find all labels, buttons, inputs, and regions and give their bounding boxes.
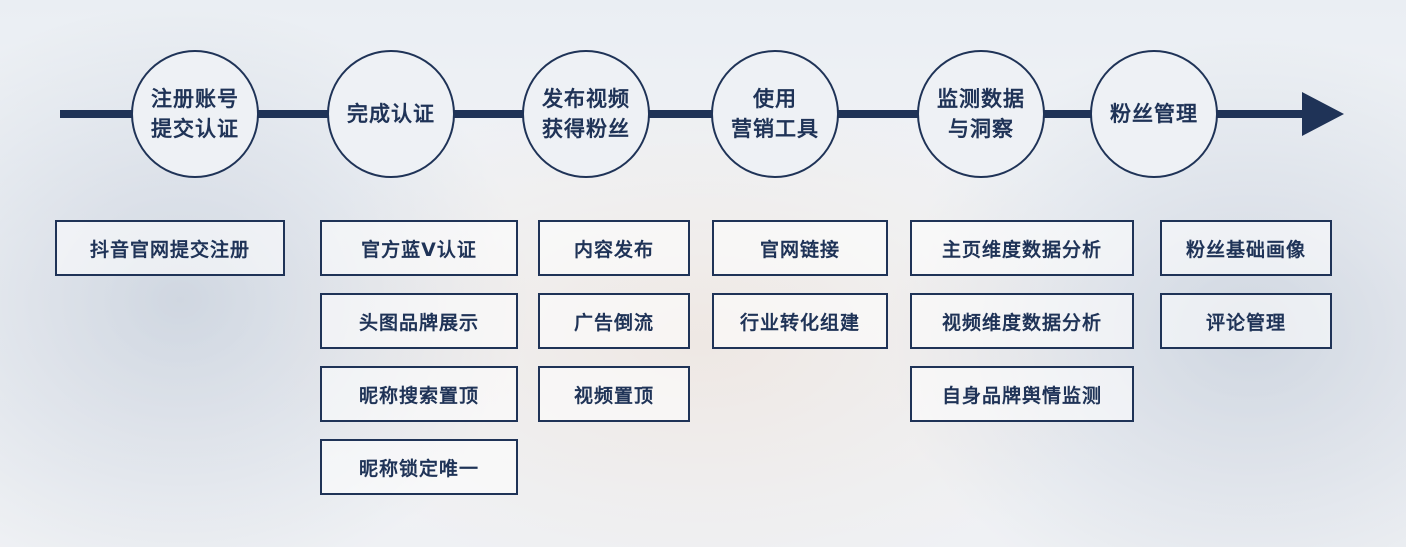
step-5-item: 自身品牌舆情监测	[910, 366, 1134, 422]
step-3-item: 广告倒流	[538, 293, 690, 349]
step-4-item: 行业转化组建	[712, 293, 888, 349]
step-6-item: 粉丝基础画像	[1160, 220, 1332, 276]
step-2-item: 昵称锁定唯一	[320, 439, 518, 495]
step-circle-4: 使用 营销工具	[711, 50, 839, 178]
step-circle-6: 粉丝管理	[1090, 50, 1218, 178]
step-1-item: 抖音官网提交注册	[55, 220, 285, 276]
step-6-item: 评论管理	[1160, 293, 1332, 349]
step-2-item: 头图品牌展示	[320, 293, 518, 349]
step-5-item: 主页维度数据分析	[910, 220, 1134, 276]
step-3-item: 视频置顶	[538, 366, 690, 422]
step-2-items: 官方蓝V认证 头图品牌展示 昵称搜索置顶 昵称锁定唯一	[320, 220, 518, 495]
flow-line	[60, 110, 1310, 118]
step-4-item: 官网链接	[712, 220, 888, 276]
step-circle-5: 监测数据 与洞察	[917, 50, 1045, 178]
step-circle-2: 完成认证	[327, 50, 455, 178]
step-2-item: 官方蓝V认证	[320, 220, 518, 276]
step-title-1: 注册账号 提交认证	[151, 87, 239, 141]
step-5-items: 主页维度数据分析 视频维度数据分析 自身品牌舆情监测	[910, 220, 1134, 422]
step-1-items: 抖音官网提交注册	[55, 220, 285, 276]
step-4-items: 官网链接 行业转化组建	[712, 220, 888, 349]
step-title-5: 监测数据 与洞察	[937, 87, 1025, 141]
step-title-6: 粉丝管理	[1110, 102, 1198, 126]
step-circle-3: 发布视频 获得粉丝	[522, 50, 650, 178]
step-5-item: 视频维度数据分析	[910, 293, 1134, 349]
step-title-4: 使用 营销工具	[731, 87, 819, 141]
step-3-items: 内容发布 广告倒流 视频置顶	[538, 220, 690, 422]
step-title-2: 完成认证	[347, 102, 435, 126]
step-3-item: 内容发布	[538, 220, 690, 276]
step-2-item: 昵称搜索置顶	[320, 366, 518, 422]
flow-arrow-icon	[1302, 92, 1344, 136]
step-6-items: 粉丝基础画像 评论管理	[1160, 220, 1332, 349]
step-title-3: 发布视频 获得粉丝	[542, 87, 630, 141]
step-circle-1: 注册账号 提交认证	[131, 50, 259, 178]
